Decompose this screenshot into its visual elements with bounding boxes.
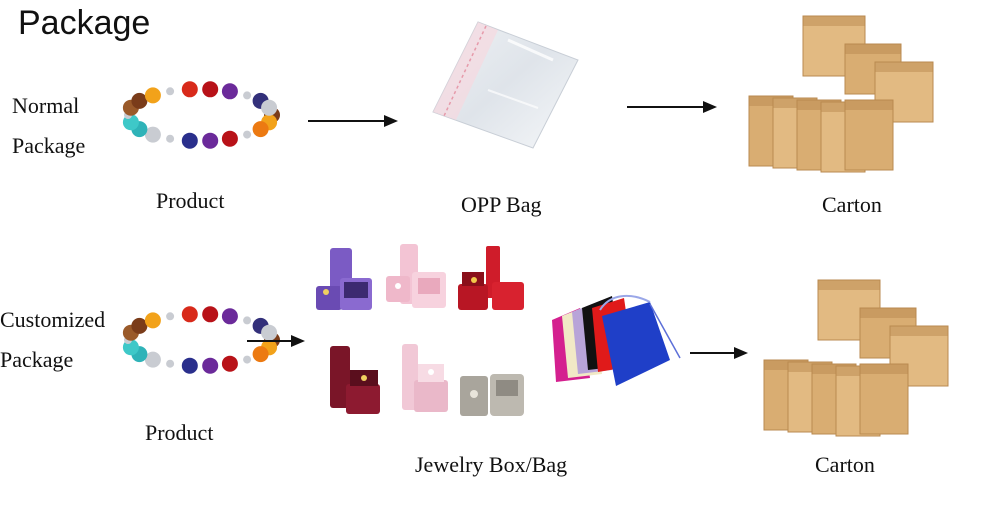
bead bbox=[243, 355, 252, 364]
carton-flap bbox=[812, 364, 856, 374]
carton-box bbox=[859, 363, 909, 435]
bead bbox=[181, 357, 198, 374]
bead bbox=[166, 312, 175, 321]
jewelry-box-red-image bbox=[458, 246, 524, 310]
carton-caption-customized: Carton bbox=[815, 452, 875, 477]
bead bbox=[252, 121, 269, 138]
jewelry-box-gray-image bbox=[460, 374, 524, 416]
bead bbox=[252, 346, 269, 363]
bead bbox=[166, 134, 175, 143]
carton-flap bbox=[788, 362, 832, 372]
carton-flap bbox=[860, 308, 916, 318]
bracelet-image-normal bbox=[122, 81, 280, 149]
bead bbox=[243, 316, 252, 325]
customized-package-label-line2: Package bbox=[0, 347, 74, 372]
bead bbox=[202, 132, 219, 149]
bead bbox=[243, 130, 252, 139]
bead bbox=[144, 87, 161, 104]
bead bbox=[166, 359, 175, 368]
bead bbox=[144, 351, 161, 368]
carton-flap bbox=[797, 100, 841, 110]
product-caption-customized: Product bbox=[145, 420, 214, 445]
carton-flap bbox=[821, 102, 865, 112]
bead bbox=[221, 83, 238, 100]
jewelry-box-pink-image bbox=[386, 244, 446, 308]
arrow-icon bbox=[690, 347, 748, 359]
bead bbox=[221, 355, 238, 372]
bracelet-image-customized bbox=[122, 306, 280, 374]
bead bbox=[131, 317, 148, 334]
jewelry-box-purple-image bbox=[316, 248, 372, 310]
jewelry-box-burgundy-image bbox=[330, 346, 380, 414]
bead bbox=[221, 130, 238, 147]
normal-package-label-line1: Normal bbox=[12, 93, 80, 118]
opp-bag-caption: OPP Bag bbox=[461, 192, 542, 217]
carton-box bbox=[844, 99, 894, 171]
normal-package-label: Normal Package bbox=[12, 86, 85, 166]
arrow-icon bbox=[247, 335, 305, 347]
carton-flap bbox=[860, 364, 908, 374]
carton-flap bbox=[875, 62, 933, 72]
normal-package-label-line2: Package bbox=[12, 133, 86, 158]
customized-package-label: Customized Package bbox=[0, 300, 105, 380]
bead bbox=[202, 357, 219, 374]
page-title: Package bbox=[18, 4, 151, 42]
bead bbox=[144, 126, 161, 143]
carton-flap bbox=[890, 326, 948, 336]
jewelry-box-light-pink-image bbox=[402, 344, 448, 412]
bead bbox=[202, 81, 219, 98]
carton-flap bbox=[749, 96, 793, 106]
carton-flap bbox=[845, 100, 893, 110]
product-caption-normal: Product bbox=[156, 188, 225, 213]
bead bbox=[243, 91, 252, 100]
bead bbox=[131, 92, 148, 109]
opp-bag-image bbox=[432, 21, 579, 149]
customized-package-label-line1: Customized bbox=[0, 307, 106, 332]
carton-flap bbox=[764, 360, 808, 370]
bead bbox=[181, 132, 198, 149]
arrow-icon bbox=[308, 115, 398, 127]
jewelry-box-bag-caption: Jewelry Box/Bag bbox=[415, 452, 568, 477]
bead bbox=[202, 306, 219, 323]
carton-image-normal bbox=[748, 15, 934, 173]
bead bbox=[144, 312, 161, 329]
carton-caption-normal: Carton bbox=[822, 192, 882, 217]
carton-flap bbox=[803, 16, 865, 26]
bead bbox=[261, 324, 278, 341]
bead bbox=[166, 87, 175, 96]
bead bbox=[221, 308, 238, 325]
bead bbox=[261, 99, 278, 116]
carton-flap bbox=[845, 44, 901, 54]
carton-flap bbox=[773, 98, 817, 108]
carton-flap bbox=[818, 280, 880, 290]
jewelry-pouch-image bbox=[552, 294, 681, 386]
bead bbox=[181, 306, 198, 323]
carton-image-customized bbox=[763, 279, 949, 437]
bead bbox=[181, 81, 198, 98]
carton-flap bbox=[836, 366, 880, 376]
arrow-icon bbox=[627, 101, 717, 113]
